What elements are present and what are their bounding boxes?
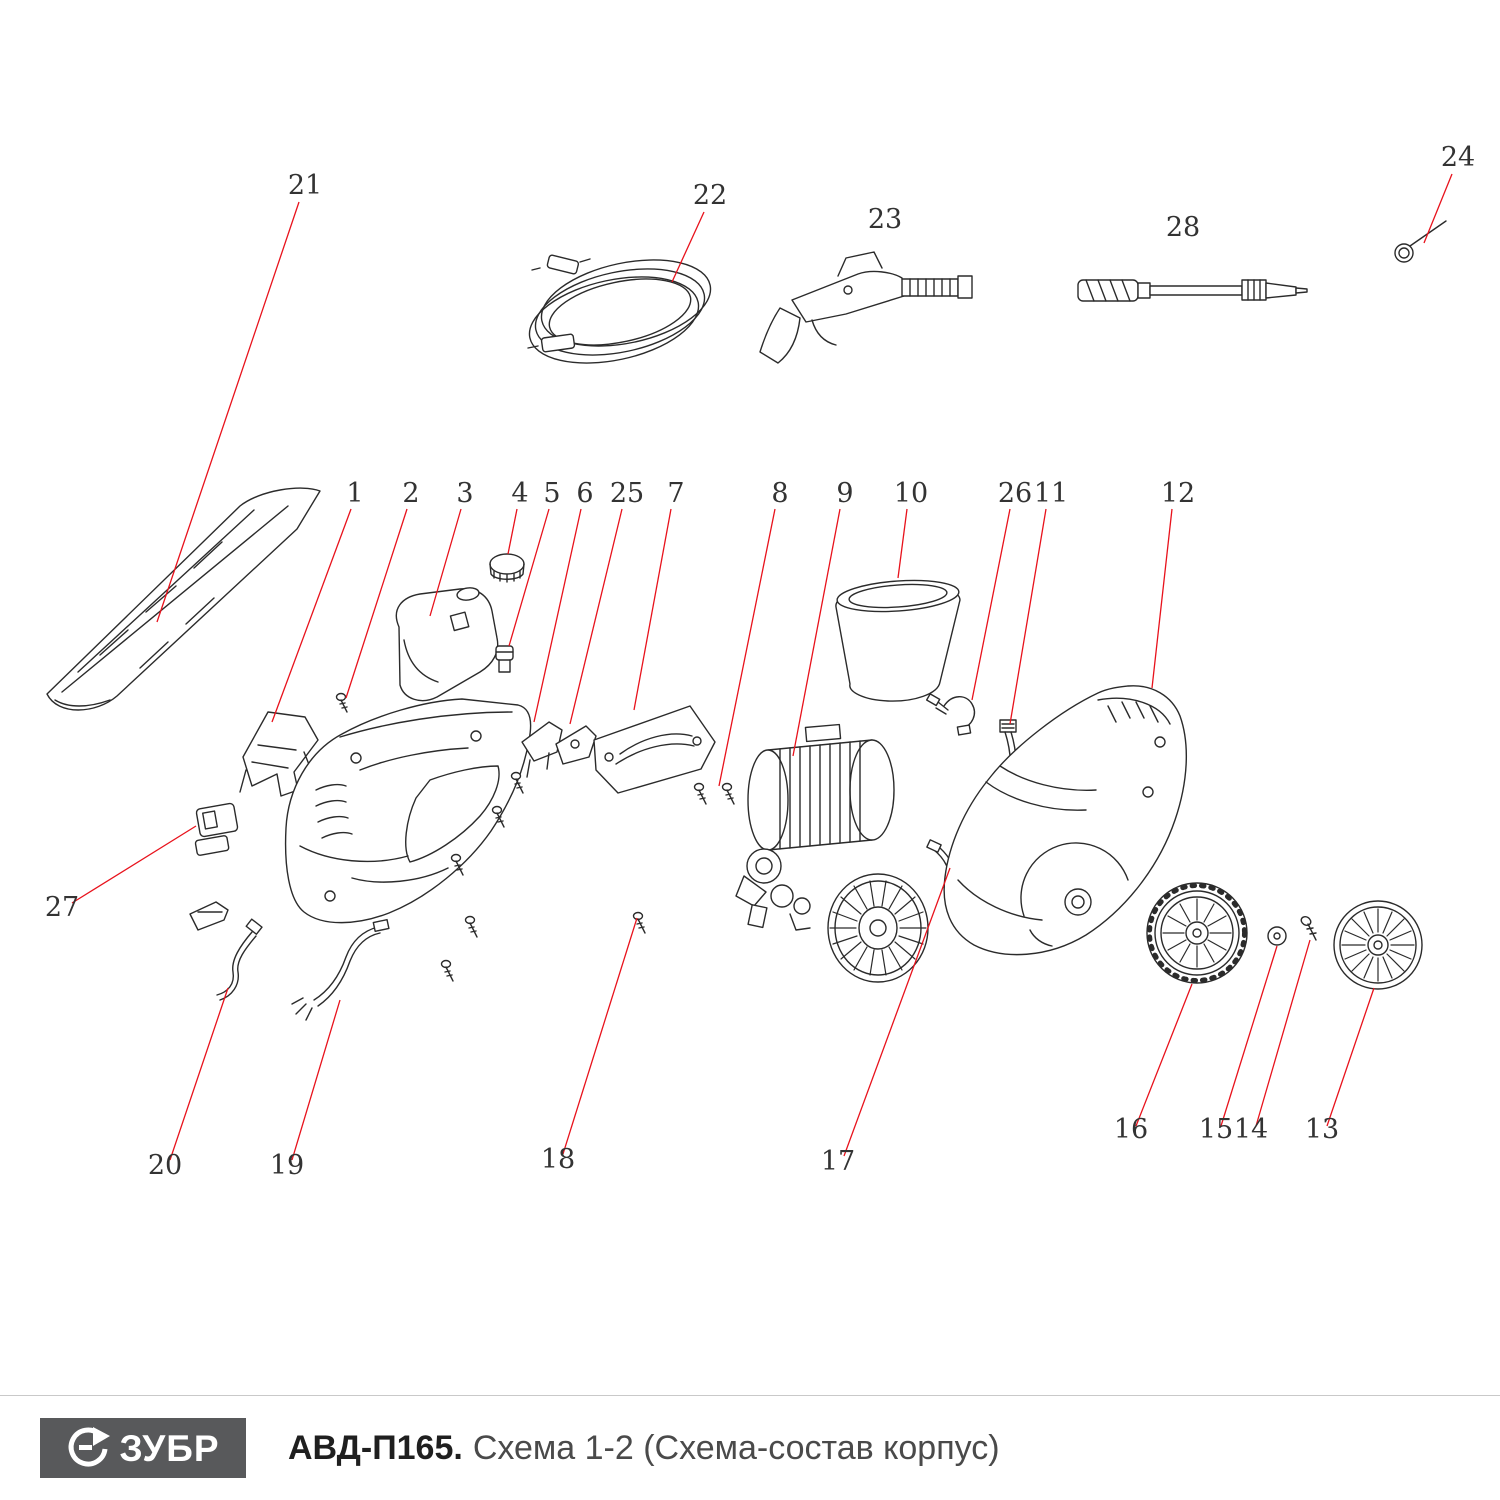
leader-line-14 — [1255, 939, 1311, 1127]
callout-8: 8 — [771, 478, 788, 509]
part-mounting-plate — [593, 705, 716, 794]
part-screws-18 — [440, 771, 646, 982]
callout-16: 16 — [1114, 1114, 1148, 1145]
diagram-title: АВД-П165.Схема 1-2 (Схема-состав корпус) — [288, 1429, 1000, 1468]
part-wire-26 — [925, 693, 976, 736]
part-cable-20 — [216, 918, 263, 1001]
callout-14: 14 — [1234, 1114, 1268, 1145]
leader-line-26 — [971, 508, 1011, 701]
part-spray-gun — [759, 251, 973, 364]
leader-line-20 — [169, 987, 229, 1161]
leader-line-19 — [291, 999, 341, 1161]
part-bracket-6 — [521, 721, 563, 778]
callout-3: 3 — [456, 478, 473, 509]
leader-line-18 — [562, 917, 638, 1155]
part-washer — [1267, 926, 1287, 946]
leader-line-5 — [508, 508, 550, 647]
diagram-title-caption: Схема 1-2 (Схема-состав корпус) — [472, 1428, 1000, 1467]
leader-line-7 — [633, 508, 672, 711]
footer: ЗУБР АВД-П165.Схема 1-2 (Схема-состав ко… — [0, 1395, 1500, 1500]
part-cleaning-needle — [1394, 220, 1447, 263]
leader-line-15 — [1220, 945, 1278, 1127]
leader-line-2 — [345, 508, 408, 699]
leader-line-13 — [1326, 987, 1375, 1127]
leader-line-4 — [507, 508, 518, 555]
callout-11: 11 — [1034, 478, 1068, 509]
part-screw-14 — [1300, 916, 1317, 941]
callout-18: 18 — [541, 1144, 575, 1175]
part-detergent-tank — [395, 587, 499, 702]
callout-26: 26 — [998, 478, 1032, 509]
leader-line-17 — [843, 867, 951, 1157]
leader-line-6 — [533, 508, 582, 723]
callout-4: 4 — [511, 478, 528, 509]
callout-10: 10 — [894, 478, 928, 509]
zubr-logo: ЗУБР — [40, 1418, 246, 1478]
part-screw-2 — [335, 692, 348, 713]
part-outlet-nozzle — [189, 901, 229, 931]
leader-line-22 — [671, 211, 705, 283]
part-wheel — [1146, 882, 1248, 984]
leader-line-1 — [271, 508, 352, 723]
callout-12: 12 — [1161, 478, 1195, 509]
callout-21: 21 — [288, 170, 322, 201]
leader-line-16 — [1135, 983, 1193, 1127]
callout-28: 28 — [1166, 212, 1200, 243]
part-power-cord — [291, 918, 390, 1021]
leader-line-12 — [1151, 508, 1173, 689]
diagram-title-model: АВД-П165. — [288, 1428, 463, 1467]
part-switch-box — [194, 802, 239, 856]
callout-13: 13 — [1305, 1114, 1339, 1145]
leader-line-27 — [71, 825, 197, 904]
part-nozzle-5 — [495, 645, 514, 673]
callout-5: 5 — [543, 478, 560, 509]
callout-24: 24 — [1441, 142, 1475, 173]
callout-25: 25 — [610, 478, 644, 509]
part-tank-cap — [489, 553, 525, 583]
leader-line-8 — [718, 508, 776, 787]
callout-6: 6 — [576, 478, 593, 509]
callout-9: 9 — [836, 478, 853, 509]
part-right-housing — [943, 685, 1187, 956]
part-lower-housing — [284, 698, 532, 924]
leader-line-21 — [156, 201, 300, 623]
callout-1: 1 — [346, 478, 363, 509]
callout-27: 27 — [45, 892, 79, 923]
part-high-pressure-hose — [527, 254, 712, 364]
callout-7: 7 — [667, 478, 684, 509]
callout-2: 2 — [402, 478, 419, 509]
callout-19: 19 — [270, 1150, 304, 1181]
part-motor-pump — [735, 723, 895, 931]
callout-17: 17 — [821, 1146, 855, 1177]
exploded-parts-diagram: 2122232824123456257891026111227201918171… — [45, 142, 1475, 1181]
zubr-logo-icon — [69, 1427, 111, 1467]
callout-15: 15 — [1199, 1114, 1233, 1145]
callout-20: 20 — [148, 1150, 182, 1181]
part-handle-bracket — [239, 711, 319, 797]
part-lance — [1077, 279, 1308, 302]
part-top-cover-panel — [46, 487, 321, 711]
part-canister — [835, 579, 961, 702]
callout-23: 23 — [868, 204, 902, 235]
part-clamp-25 — [555, 725, 597, 765]
leader-line-10 — [897, 508, 908, 579]
callout-22: 22 — [693, 180, 727, 211]
leader-line-11 — [1009, 508, 1047, 725]
leader-line-3 — [429, 508, 462, 617]
part-hubcap — [1333, 900, 1423, 990]
part-screws-8 — [693, 782, 735, 805]
part-fan-wheel — [827, 873, 929, 983]
leader-line-25 — [569, 508, 623, 725]
leader-line-9 — [792, 508, 841, 757]
zubr-logo-text: ЗУБР — [119, 1427, 220, 1469]
leader-line-24 — [1423, 173, 1453, 244]
